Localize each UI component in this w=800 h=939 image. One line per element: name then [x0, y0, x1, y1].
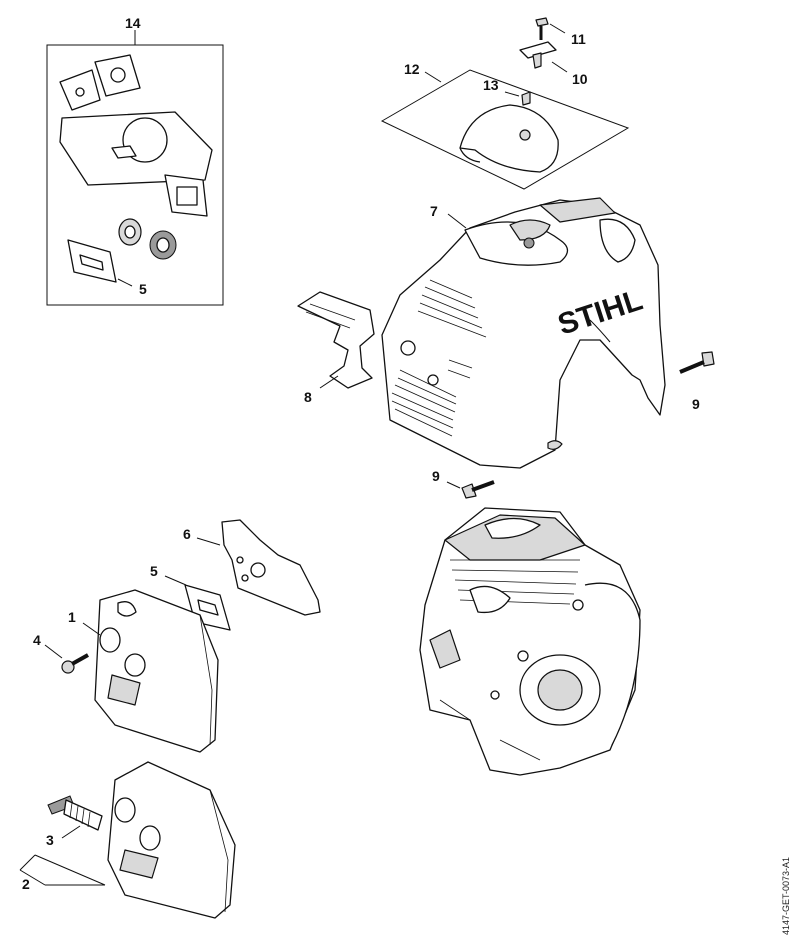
engine-shroud: STIHL: [381, 197, 666, 469]
screw-and-clip: [519, 17, 568, 73]
callout-6: 6: [183, 526, 191, 542]
callout-3: 3: [46, 832, 54, 848]
handle-bracket: [297, 291, 375, 389]
callout-13: 13: [483, 77, 499, 93]
screws: [446, 351, 715, 499]
callout-5-kit: 5: [139, 281, 147, 297]
callout-5: 5: [150, 563, 158, 579]
muffler-screw: [44, 644, 89, 674]
document-id: 4147-GET-0073-A1: [781, 856, 791, 935]
callout-8: 8: [304, 389, 312, 405]
callout-9-bottom: 9: [432, 468, 440, 484]
callout-9-right: 9: [692, 396, 700, 412]
callout-10: 10: [572, 71, 588, 87]
muffler: [82, 589, 219, 753]
callout-14: 14: [125, 15, 141, 31]
gasket-kit-box: [46, 30, 224, 306]
callout-4: 4: [33, 632, 41, 648]
callout-1: 1: [68, 609, 76, 625]
cover-bag: [380, 69, 630, 190]
callout-11: 11: [571, 31, 586, 47]
callout-2: 2: [22, 876, 30, 892]
engine-block: [419, 507, 641, 776]
spark-arrester: [47, 795, 103, 839]
heat-shield: [196, 519, 321, 616]
callout-12: 12: [404, 61, 420, 77]
muffler-assembly: [107, 761, 236, 919]
callout-7: 7: [430, 203, 438, 219]
assembly-bracket: [19, 854, 106, 886]
